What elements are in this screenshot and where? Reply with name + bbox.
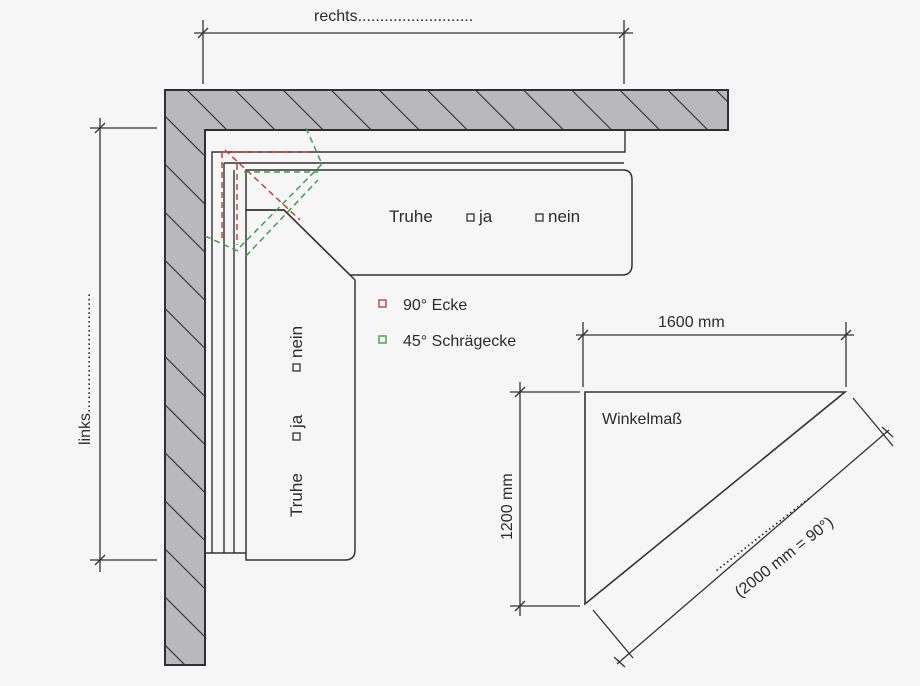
wall	[164, 89, 729, 666]
top-dimension	[194, 20, 633, 84]
height-dimension	[510, 382, 580, 616]
top-seat-no-checkbox[interactable]	[535, 213, 544, 222]
legend-45-swatch	[378, 335, 387, 344]
diagonal-dimension	[592, 397, 894, 668]
top-seat-title: Truhe	[389, 207, 433, 226]
side-seat-labels: Truhe ja nein	[287, 326, 306, 517]
corner-90-outline	[221, 149, 312, 245]
left-dimension-label: links...........................	[77, 293, 94, 445]
side-seat-yes-label: ja	[287, 414, 306, 429]
corner-triangle-title: Winkelmaß	[602, 411, 682, 428]
wall-hatched	[164, 89, 729, 666]
top-seat-no-label: nein	[548, 207, 580, 226]
top-seat-yes-label: ja	[478, 207, 493, 226]
corner-triangle	[584, 391, 848, 606]
legend-90-label: 90° Ecke	[403, 297, 467, 314]
top-seat	[245, 169, 633, 276]
legend-45-label: 45° Schrägecke	[403, 333, 516, 350]
side-seat-no-checkbox[interactable]	[292, 363, 301, 372]
side-seat-no-label: nein	[287, 326, 306, 358]
left-dimension	[90, 118, 157, 572]
top-dimension-label: rechts..........................	[314, 8, 473, 25]
width-dimension-label: 1600 mm	[658, 314, 725, 331]
corner-45-outline	[204, 127, 323, 257]
top-seat-yes-checkbox[interactable]	[466, 213, 475, 222]
legend-90-swatch	[378, 299, 387, 308]
side-seat-title: Truhe	[287, 473, 306, 517]
side-seat-yes-checkbox[interactable]	[292, 432, 301, 441]
corner-measure: 1600 mm 1200 mm Winkelmaß ..............…	[499, 314, 894, 668]
side-seat	[245, 209, 356, 561]
height-dimension-label: 1200 mm	[499, 473, 516, 540]
diagonal-dimension-dots: ...........................	[708, 488, 813, 575]
bench-outline	[205, 130, 626, 554]
top-seat-labels: Truhe ja nein	[389, 207, 580, 226]
legend: 90° Ecke 45° Schrägecke	[378, 297, 516, 350]
diagonal-dimension-label: (2000 mm = 90°)	[732, 514, 837, 601]
width-dimension	[576, 322, 854, 387]
